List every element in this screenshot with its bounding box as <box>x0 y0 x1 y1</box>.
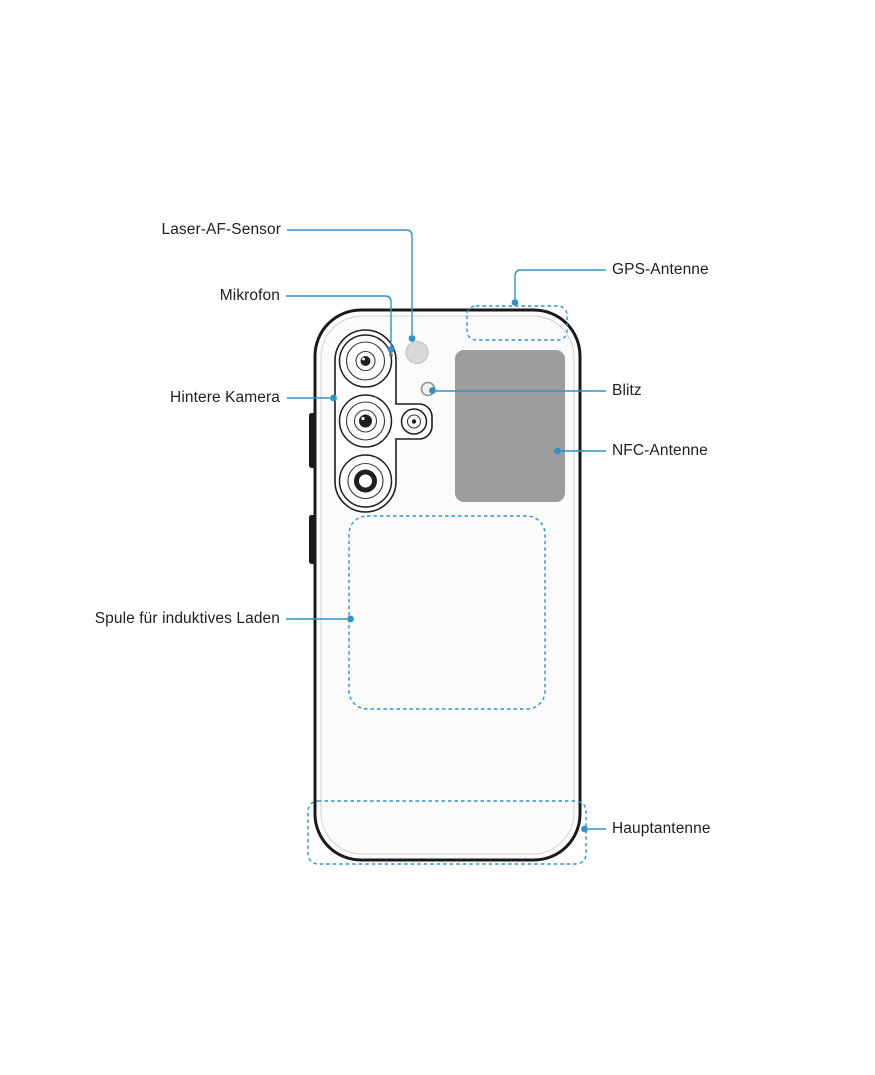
rear-camera-lens-top <box>338 334 393 388</box>
leader-dot-gps-antenne <box>511 299 519 306</box>
leader-dot-hintere-kamera <box>330 394 337 402</box>
wireless-charging-coil-area <box>348 515 546 710</box>
leader-gps-antenne <box>514 269 606 299</box>
rear-camera-lens-bottom <box>338 454 393 508</box>
leader-dot-hauptantenne <box>581 825 588 833</box>
leader-dot-mikrofon <box>387 346 395 353</box>
gps-antenna-area <box>466 305 568 341</box>
label-hintere-kamera: Hintere Kamera <box>170 389 280 406</box>
rear-camera-lens-small <box>400 408 428 435</box>
label-spule-fuer-induktives-laden: Spule für induktives Laden <box>94 610 280 627</box>
leader-mikrofon <box>286 295 392 346</box>
leader-laser-af-sensor <box>287 229 413 335</box>
leader-dot-nfc-antenne <box>554 447 561 455</box>
rear-camera-lens-middle <box>338 394 393 448</box>
label-nfc-antenne: NFC-Antenne <box>612 442 708 459</box>
label-hauptantenne: Hauptantenne <box>612 820 711 837</box>
microphone-hole <box>389 353 393 357</box>
label-blitz: Blitz <box>612 382 642 399</box>
leader-dot-blitz <box>429 387 436 394</box>
laser-af-sensor <box>405 341 429 364</box>
label-gps-antenne: GPS-Antenne <box>612 261 709 278</box>
main-antenna-area <box>307 800 587 865</box>
nfc-antenna-area <box>455 350 565 502</box>
leader-dot-spule <box>347 615 354 623</box>
label-mikrofon: Mikrofon <box>219 287 280 304</box>
leader-dot-laser-af-sensor <box>408 335 416 342</box>
label-laser-af-sensor: Laser-AF-Sensor <box>161 221 281 238</box>
